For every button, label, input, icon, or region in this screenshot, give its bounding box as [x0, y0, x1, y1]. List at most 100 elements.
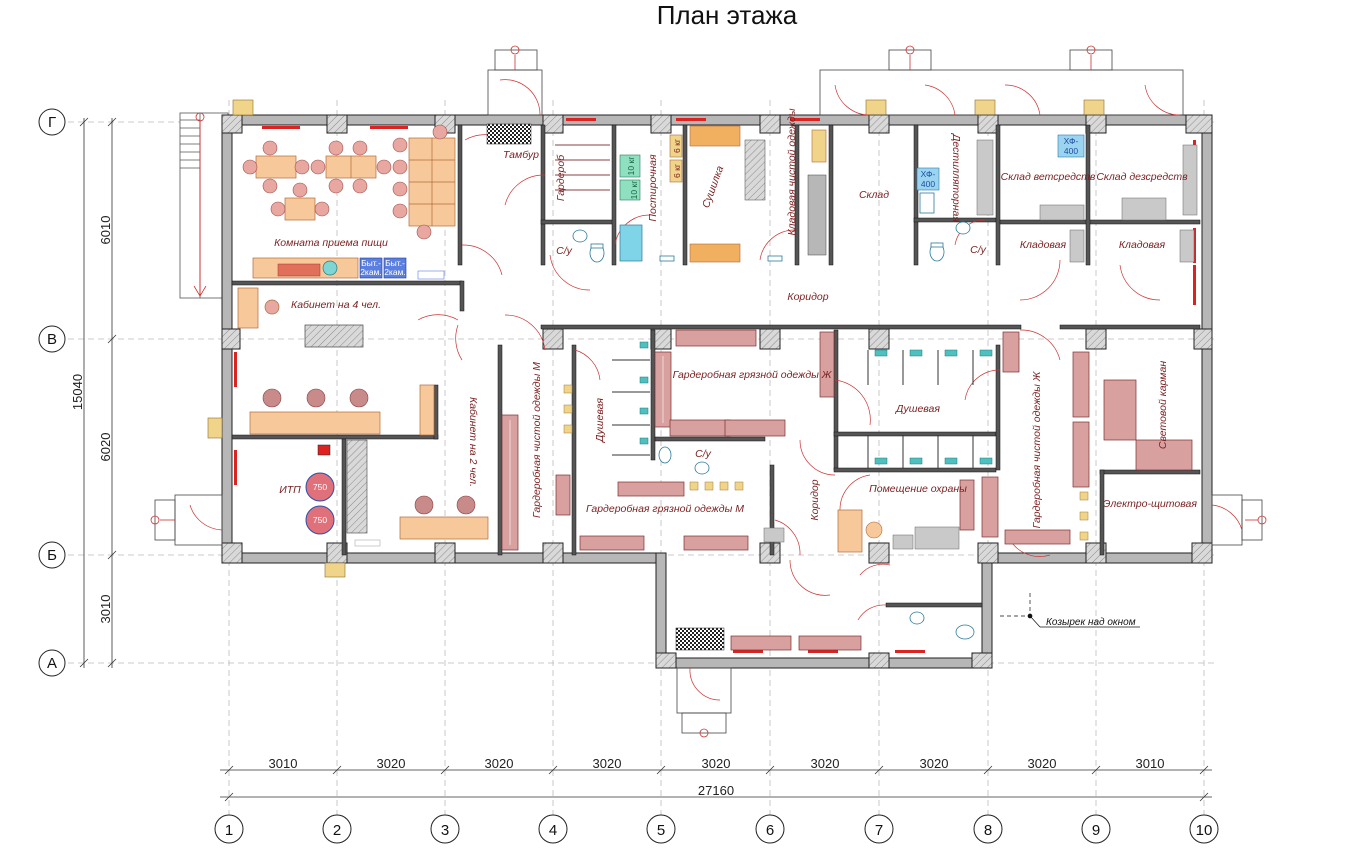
washer-label-2: 10 кг	[626, 157, 636, 176]
dim-bottom-9: 3010	[1136, 756, 1165, 771]
axis-number-1: 1	[225, 822, 233, 839]
dim-left-total: 15040	[70, 374, 85, 410]
hf-label-1a: ХФ-	[921, 169, 936, 179]
fridge-label-1a: Быт.-	[361, 258, 381, 268]
room-vet-store: Склад ветсредств	[1001, 171, 1096, 183]
room-dining: Комната приема пищи	[274, 237, 388, 249]
axis-number-10: 10	[1196, 822, 1213, 839]
room-m-clean: Гардеробная чистой одежды М	[531, 362, 543, 518]
room-pantry-2: Кладовая	[1119, 239, 1166, 251]
axis-number-7: 7	[875, 822, 883, 839]
itp-equipment	[305, 439, 381, 547]
shower-partitions	[612, 350, 974, 468]
entrance-stair	[179, 112, 229, 299]
hf-label-2a: ХФ-	[1064, 136, 1079, 146]
room-wardrobe: Гардероб	[555, 154, 567, 201]
dryer-label-2: 6 кг	[672, 164, 682, 178]
room-store: Склад	[859, 189, 889, 201]
window-sills	[207, 99, 1105, 578]
room-clean-store: Кладовая чистой одежды	[786, 108, 798, 235]
room-labels: Комната приема пищи Кабинет на 4 чел. Ка…	[274, 108, 1197, 528]
fridge-label-1b: 2кам.	[360, 267, 382, 277]
dim-bottom-4: 3020	[593, 756, 622, 771]
room-office4: Кабинет на 4 чел.	[291, 299, 381, 311]
room-corridor-2: Коридор	[809, 479, 821, 520]
dim-bottom-3: 3020	[485, 756, 514, 771]
axis-letter-b-label: Б	[47, 547, 57, 564]
room-wc-2: С/у	[970, 244, 987, 256]
room-distiller: Дестилляторная	[950, 133, 962, 222]
shower-stalls	[639, 341, 993, 465]
office4-chairs	[262, 388, 369, 408]
axis-number-circles	[214, 814, 1219, 844]
room-electrical: Электро-щитовая	[1103, 498, 1197, 510]
room-laundry: Постирочная	[647, 154, 659, 222]
storage-shelves	[976, 139, 1198, 263]
dim-left-6020: 6020	[98, 433, 113, 462]
room-f-dirty: Гардеробная грязной одежды Ж	[673, 369, 833, 381]
office4-column	[304, 324, 364, 348]
room-shower-f: Душевая	[895, 403, 940, 415]
laundry-machines	[619, 125, 827, 263]
room-dez-store: Склад дезсредств	[1096, 171, 1188, 183]
fridge-label-2a: Быт.-	[385, 258, 405, 268]
entry-boxes	[154, 49, 1263, 734]
entry-markers	[150, 45, 1267, 738]
axis-number-3: 3	[441, 822, 449, 839]
room-f-clean: Гардеробная чистой одежды Ж	[1031, 370, 1043, 528]
room-wc-1: С/у	[556, 245, 573, 257]
dining-furniture	[255, 137, 456, 227]
interior-walls	[231, 124, 1201, 608]
fridges-hf	[916, 134, 1085, 191]
axis-letter-g-label: Г	[48, 114, 56, 131]
room-m-dirty: Гардеробная грязной одежды М	[586, 503, 744, 515]
dim-bottom-8: 3020	[1028, 756, 1057, 771]
callout-leader	[1000, 590, 1140, 628]
security-furniture	[763, 509, 960, 553]
bottom-dimensions	[220, 765, 1212, 802]
room-shower-m: Душевая	[594, 398, 606, 443]
room-pantry-1: Кладовая	[1020, 239, 1067, 251]
axis-letter-v-label: В	[47, 331, 57, 348]
office2-furniture	[399, 495, 489, 540]
room-office2: Кабинет на 2 чел.	[467, 397, 479, 487]
dim-bottom-1: 3010	[269, 756, 298, 771]
room-dryer: Сушилка	[700, 164, 726, 210]
office4-furniture	[237, 287, 435, 436]
axis-number-8: 8	[984, 822, 992, 839]
dim-left-6010: 6010	[98, 216, 113, 245]
axis-letter-b: Б	[38, 541, 66, 569]
bottom-dimension-labels: 3010 3020 3020 3020 3020 3020 3020 3020 …	[269, 756, 1165, 798]
kitchen-counter	[252, 257, 445, 280]
axis-letter-a: А	[38, 649, 66, 677]
outer-walls	[221, 114, 1213, 669]
axis-number-labels: 1 2 3 4 5 6 7 8 9 10	[225, 822, 1213, 839]
boiler-label-2: 750	[313, 515, 327, 525]
dim-left-3010: 3010	[98, 595, 113, 624]
axis-letter-a-label: А	[47, 655, 57, 672]
dining-chairs	[242, 124, 448, 240]
room-vestibule: Тамбур	[503, 149, 539, 161]
axis-number-2: 2	[333, 822, 341, 839]
dim-bottom-5: 3020	[702, 756, 731, 771]
room-wc-3: С/у	[695, 448, 712, 460]
left-dimensions	[79, 117, 117, 668]
room-security: Помещение охраны	[869, 483, 967, 495]
benches-yellow	[563, 384, 1089, 541]
page-title: План этажа	[656, 0, 798, 30]
axis-number-9: 9	[1092, 822, 1100, 839]
sanitary	[572, 192, 975, 640]
axis-number-5: 5	[657, 822, 665, 839]
hf-label-2b: 400	[1064, 146, 1078, 156]
washer-label-1: 10 кг	[629, 181, 639, 200]
room-corridor: Коридор	[787, 291, 828, 303]
entry-mats	[486, 123, 725, 651]
dim-bottom-6: 3020	[811, 756, 840, 771]
callout-text: Козырек над окном	[1046, 617, 1136, 628]
axis-number-4: 4	[549, 822, 557, 839]
locker-trim	[509, 356, 664, 545]
dryer-label-1: 6 кг	[672, 139, 682, 153]
dim-bottom-2: 3020	[377, 756, 406, 771]
dim-bottom-7: 3020	[920, 756, 949, 771]
